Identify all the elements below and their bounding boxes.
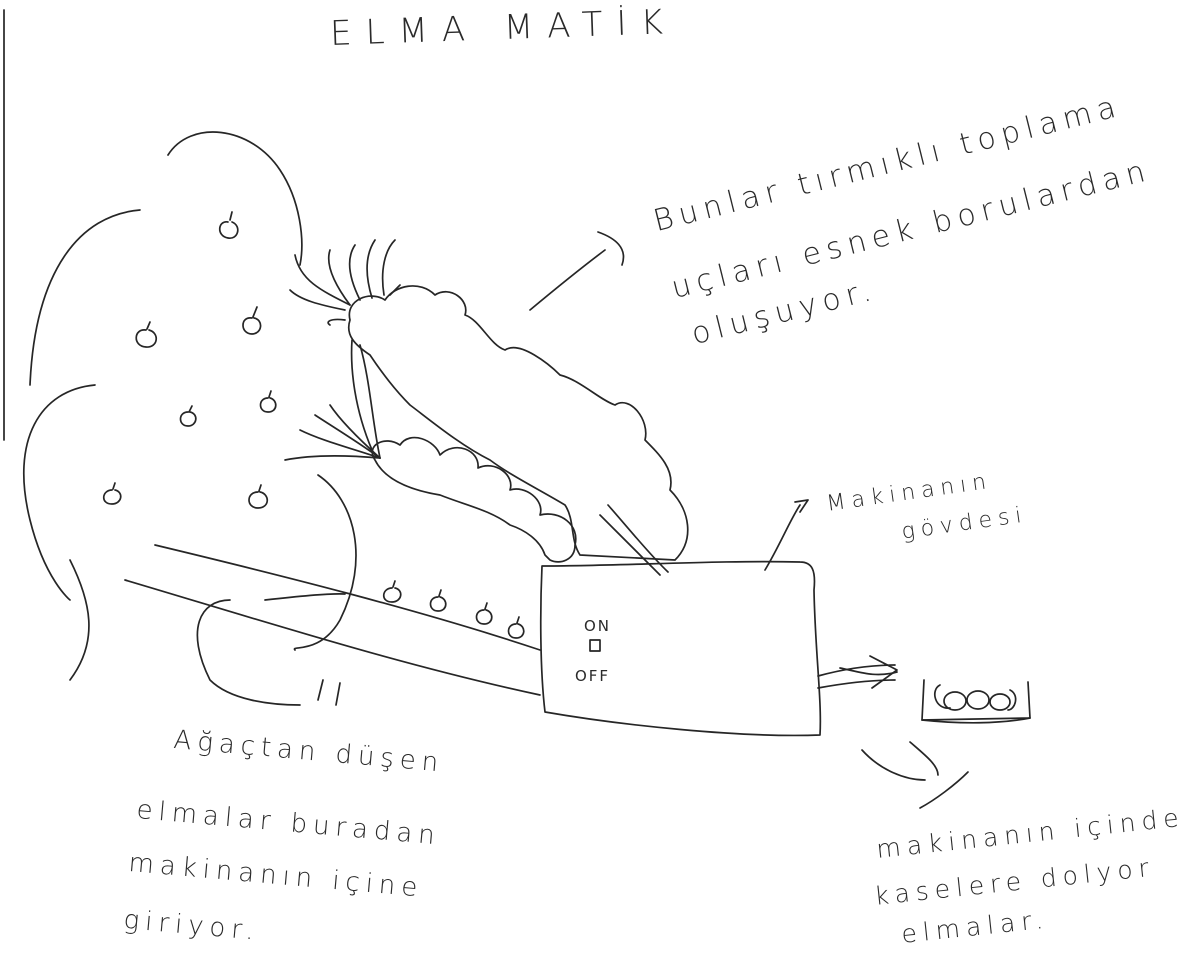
apple	[261, 391, 276, 412]
apple	[990, 694, 1010, 710]
apple	[384, 581, 401, 602]
apple	[477, 603, 492, 624]
output-bowl	[922, 680, 1030, 723]
arm-connector	[600, 515, 660, 575]
apple	[509, 617, 524, 638]
tree-apples	[104, 212, 276, 508]
apple	[243, 307, 261, 334]
lower-rake	[285, 340, 380, 460]
apple	[220, 212, 238, 238]
leader-arms-tip	[598, 232, 623, 265]
leader-output-3	[920, 772, 968, 808]
pointer-mark	[336, 683, 340, 705]
apple	[104, 483, 121, 504]
leader-output	[862, 750, 925, 780]
lower-arm	[372, 438, 575, 562]
switch-on-label: ON	[584, 617, 611, 635]
leader-arms	[530, 250, 605, 310]
apple	[967, 691, 989, 709]
upper-rake	[290, 240, 400, 325]
machine-body	[541, 562, 821, 736]
leader-body	[765, 505, 800, 570]
upper-arm	[349, 286, 688, 560]
apple	[181, 406, 196, 426]
switch-off-label: OFF	[575, 667, 610, 685]
apple	[249, 485, 267, 508]
output-pipe	[818, 656, 897, 688]
apple	[431, 590, 446, 611]
tree-canopy	[24, 132, 356, 705]
arm-connector	[608, 505, 668, 572]
apple	[136, 322, 156, 347]
leader-output-2	[910, 742, 938, 775]
apple	[944, 692, 966, 710]
pointer-mark	[318, 680, 323, 700]
power-switch[interactable]	[590, 640, 600, 651]
